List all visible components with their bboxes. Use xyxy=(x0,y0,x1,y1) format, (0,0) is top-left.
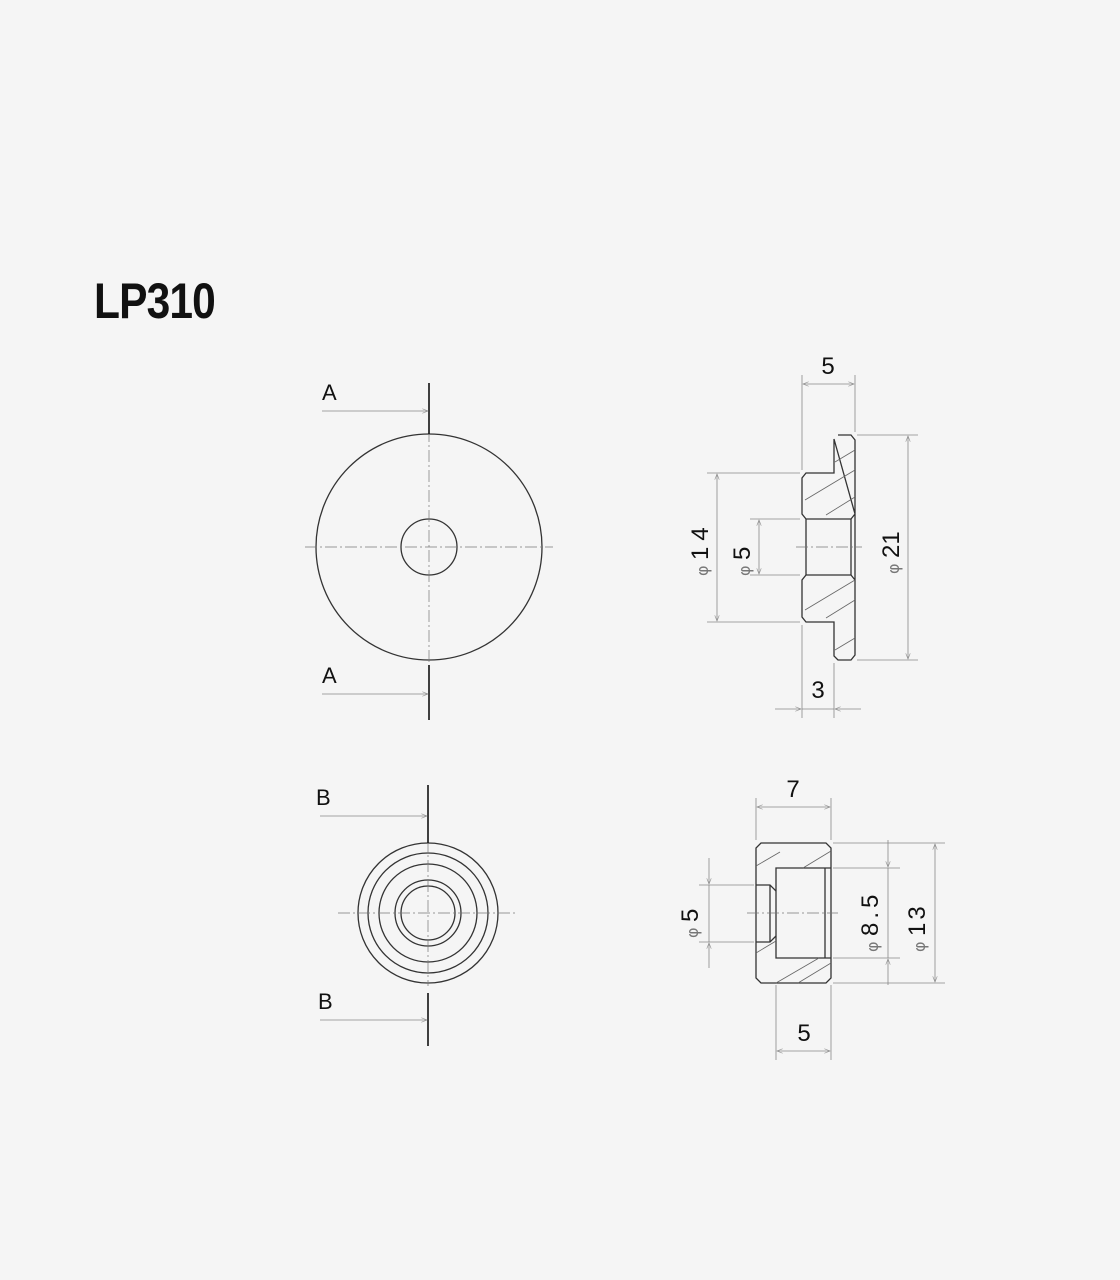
svg-text:14: 14 xyxy=(687,521,714,560)
section-label-b-bottom: B xyxy=(318,989,333,1014)
svg-text:φ: φ xyxy=(693,565,712,576)
dim-a-dia-21: φ 21 xyxy=(878,531,905,574)
dim-a-width: 5 xyxy=(821,353,834,380)
dim-a-dia-14: φ 14 xyxy=(687,521,714,576)
svg-text:5: 5 xyxy=(677,909,704,922)
dim-b-width: 7 xyxy=(786,776,799,803)
part-number-title: LP310 xyxy=(94,273,216,329)
svg-text:21: 21 xyxy=(878,531,905,558)
part-b-front-view: B B xyxy=(316,785,518,1046)
svg-text:13: 13 xyxy=(904,903,931,936)
dim-b-dia-13: φ 13 xyxy=(904,903,931,952)
svg-text:φ: φ xyxy=(863,941,882,952)
svg-text:φ: φ xyxy=(735,565,754,576)
dim-b-dia-5: φ 5 xyxy=(677,909,704,938)
svg-text:φ: φ xyxy=(884,563,903,574)
section-label-a-top: A xyxy=(322,380,337,405)
dim-a-flange: 3 xyxy=(811,677,824,704)
section-label-b-top: B xyxy=(316,785,331,810)
svg-text:5: 5 xyxy=(729,547,756,560)
part-a-section-view: 5 3 φ 14 φ 5 xyxy=(687,353,918,718)
dim-b-depth: 5 xyxy=(797,1020,810,1047)
svg-text:8.5: 8.5 xyxy=(857,891,884,936)
dim-a-dia-5: φ 5 xyxy=(729,547,756,576)
part-b-section-view: 7 5 φ 5 φ 8.5 xyxy=(677,776,945,1060)
section-label-a-bottom: A xyxy=(322,663,337,688)
svg-text:φ: φ xyxy=(683,927,702,938)
svg-text:φ: φ xyxy=(910,941,929,952)
dim-b-dia-8-5: φ 8.5 xyxy=(857,891,884,952)
part-a-front-view: A A xyxy=(305,380,553,720)
